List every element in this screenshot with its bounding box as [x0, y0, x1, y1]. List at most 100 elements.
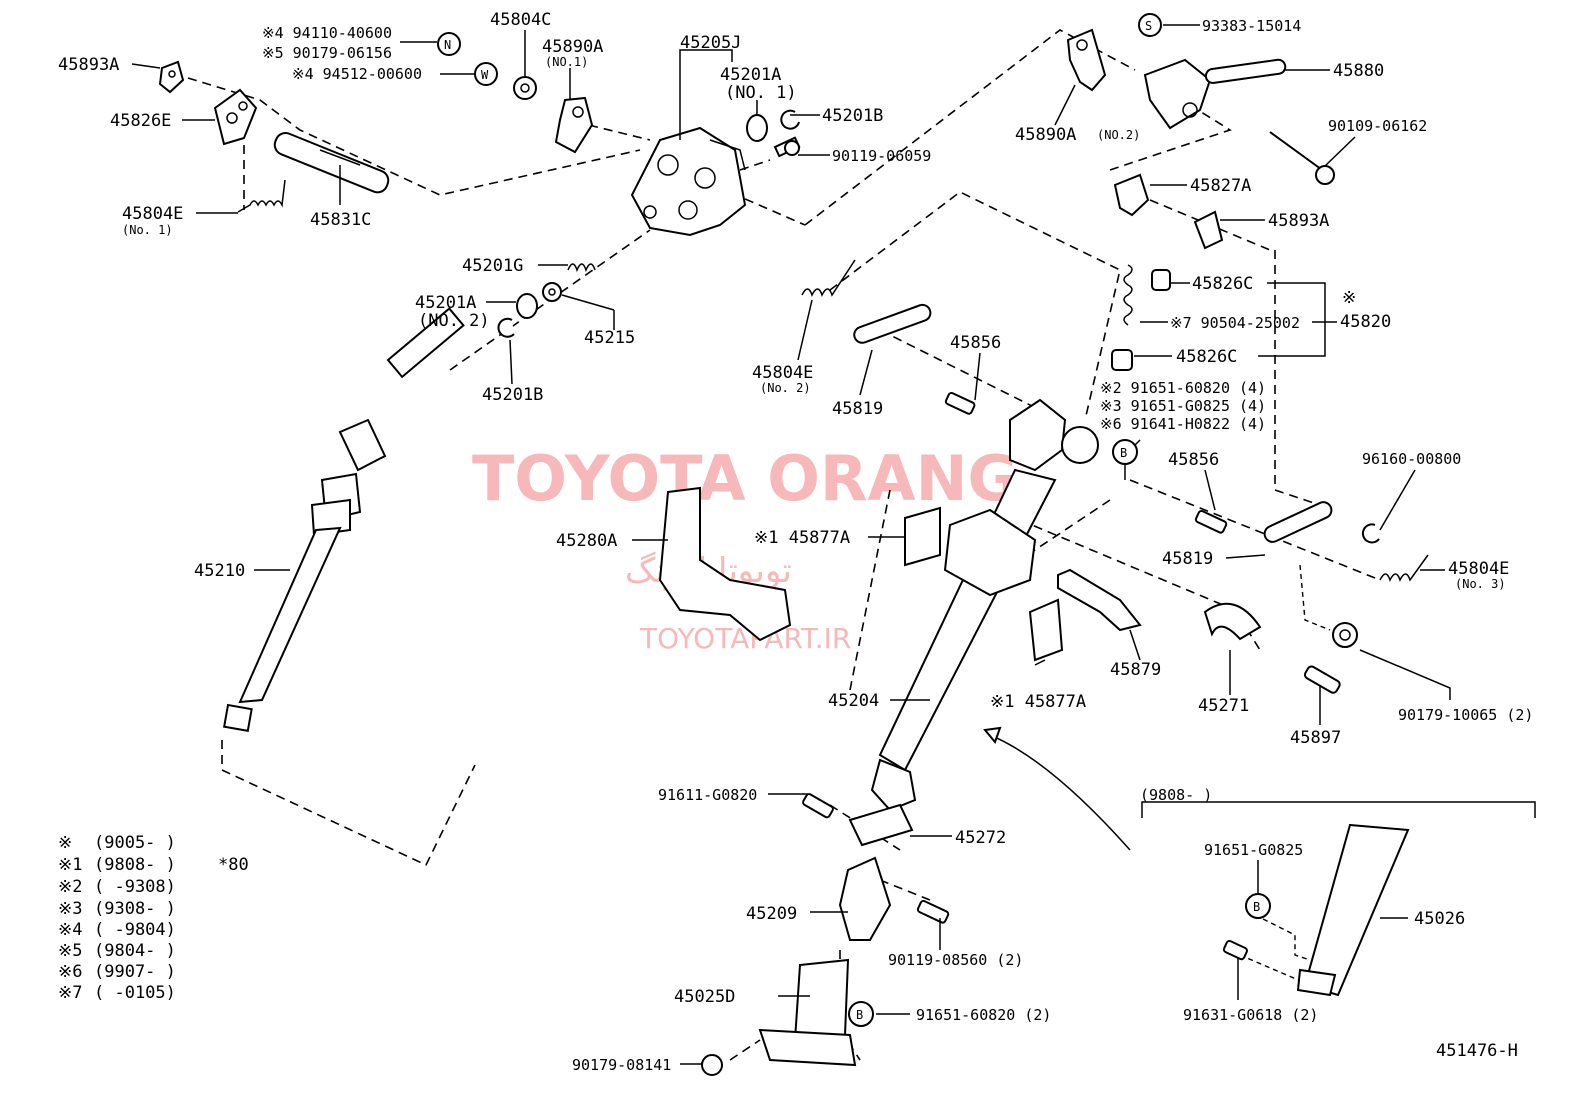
svg-text:(9804- ): (9804- ): [94, 941, 176, 961]
label-45826C-1: 45826C: [1192, 274, 1253, 294]
part-45272-clamp: [848, 803, 914, 847]
label-91651-G0825-4: ※3 91651-G0825 (4): [1100, 397, 1266, 415]
label-45025D: 45025D: [674, 987, 735, 1007]
svg-text:※: ※: [58, 833, 72, 853]
label-45827A: 45827A: [1190, 176, 1251, 196]
svg-text:( -9308): ( -9308): [94, 877, 176, 897]
label-45804E-1: 45804E: [122, 204, 183, 224]
label-45893A-2: 45893A: [1268, 211, 1329, 231]
label-94110-40600: ※4 94110-40600: [262, 24, 392, 42]
label-45819-1: 45819: [832, 399, 883, 419]
label-91641-H0822-4: ※6 91641-H0822 (4): [1100, 415, 1266, 433]
label-45204: 45204: [828, 691, 879, 711]
part-45215-washer: [542, 282, 562, 302]
svg-text:※2: ※2: [58, 877, 82, 897]
svg-text:※1: ※1: [58, 855, 82, 875]
label-45820: 45820: [1340, 312, 1391, 332]
part-90119-bolt: [773, 136, 801, 158]
symbol-n: N: [437, 32, 461, 56]
part-45271-cover: [1203, 602, 1262, 641]
symbol-b-1: B: [1112, 439, 1138, 465]
part-45890A-lever-1: [554, 96, 594, 154]
svg-text:(9808- ): (9808- ): [94, 855, 176, 875]
svg-text:B: B: [856, 1008, 863, 1022]
label-45280A: 45280A: [556, 531, 617, 551]
part-45879-clamp: [1057, 568, 1142, 632]
part-45210-intermediate-shaft: [223, 307, 465, 732]
label-91611-G0820: 91611-G0820: [658, 786, 757, 804]
label-45201B-1: 45201B: [822, 106, 883, 126]
svg-text:※4: ※4: [58, 920, 82, 940]
label-94512-00600: ※4 94512-00600: [292, 65, 422, 83]
label-45272: 45272: [955, 828, 1006, 848]
svg-text:*80: *80: [218, 855, 249, 875]
part-45804E-spring-1: [237, 179, 286, 213]
part-91611-bolt: [802, 793, 834, 819]
svg-text:(9005- ): (9005- ): [94, 833, 176, 853]
label-45026: 45026: [1414, 909, 1465, 929]
label-inset-range: (9808- ): [1140, 786, 1212, 804]
legend-row: ※3 (9308- ): [58, 899, 176, 919]
part-45201B-ring-1: [780, 109, 800, 130]
label-45804E-3: 45804E: [1448, 559, 1509, 579]
legend-row: ※ (9005- ): [58, 833, 176, 853]
label-45201A-2: 45201A: [415, 293, 476, 313]
svg-text:N: N: [444, 38, 451, 52]
label-45856-1: 45856: [950, 333, 1001, 353]
label-91631-G0618: 91631-G0618 (2): [1183, 1006, 1318, 1024]
symbol-b-3: B: [1245, 893, 1271, 919]
label-91651-G0825: 91651-G0825: [1204, 841, 1303, 859]
svg-text:※6: ※6: [58, 962, 82, 982]
legend-row: ※2 ( -9308): [58, 877, 176, 897]
inset-frame: [1141, 801, 1536, 818]
label-45856-2: 45856: [1168, 450, 1219, 470]
leader-lines: [131, 24, 1451, 1065]
part-45201A-bushing-1: [746, 114, 768, 142]
part-45804E-spring-3: [1379, 554, 1429, 582]
label-45210: 45210: [194, 561, 245, 581]
label-45880: 45880: [1333, 61, 1384, 81]
part-45201B-ring-2: [497, 317, 515, 338]
part-45804C-clip: [513, 76, 537, 100]
label-93383-15014: 93383-15014: [1202, 17, 1301, 35]
label-90179-08141: 90179-08141: [572, 1056, 671, 1074]
part-45897-bolt: [1303, 665, 1341, 694]
label-90504-25002: ※7 90504-25002: [1170, 314, 1300, 332]
label-45877A-1: ※1 45877A: [754, 528, 850, 548]
part-45880-lock-assembly: [1143, 58, 1287, 130]
label-45826E: 45826E: [110, 111, 171, 131]
part-45819-plate-2: [1263, 501, 1333, 543]
label-45890A-1: 45890A: [542, 37, 603, 57]
part-labels: 45893A 45826E 45804E (No. 1) 45831C ※4 9…: [58, 10, 1533, 1074]
label-91651-60820-2: 91651-60820 (2): [916, 1006, 1051, 1024]
part-45201A-bushing-2: [516, 293, 538, 319]
part-91631-screw: [1222, 939, 1248, 961]
part-90109-pin: [1269, 131, 1335, 185]
part-45201G-spring: [567, 263, 596, 273]
svg-text:B: B: [1120, 446, 1127, 460]
part-45877A-clip-2: [1028, 598, 1064, 662]
part-96160-ring: [1361, 523, 1380, 544]
part-45819-plate-1: [853, 303, 932, 344]
label-45890A-2: 45890A: [1015, 125, 1076, 145]
legend: ※ (9005- ) ※1 (9808- ) *80 ※2 ( -9308) ※…: [58, 833, 249, 1003]
part-45856-pin-2: [1194, 509, 1228, 534]
label-45804E-1-sub: (No. 1): [122, 223, 173, 237]
label-90179-06156: ※5 90179-06156: [262, 44, 392, 62]
part-45026-cover: [1296, 823, 1410, 997]
label-45201G: 45201G: [462, 256, 523, 276]
label-45819-2: 45819: [1162, 549, 1213, 569]
legend-row: ※6 (9907- ): [58, 962, 176, 982]
svg-text:※3: ※3: [58, 899, 82, 919]
part-45877A-clip-1: [904, 506, 941, 567]
part-45025D-column-base: [758, 958, 857, 1067]
label-45271: 45271: [1198, 696, 1249, 716]
label-90119-06059: 90119-06059: [832, 147, 931, 165]
label-90179-10065: 90179-10065 (2): [1398, 706, 1533, 724]
part-90179-nut-2: [701, 1054, 723, 1076]
part-45890A-lever-2: [1066, 28, 1107, 92]
svg-text:W: W: [481, 68, 489, 82]
label-45804E-2: 45804E: [752, 363, 813, 383]
part-45280A-bracket: [658, 486, 792, 642]
label-45804E-2-sub: (No. 2): [760, 381, 811, 395]
